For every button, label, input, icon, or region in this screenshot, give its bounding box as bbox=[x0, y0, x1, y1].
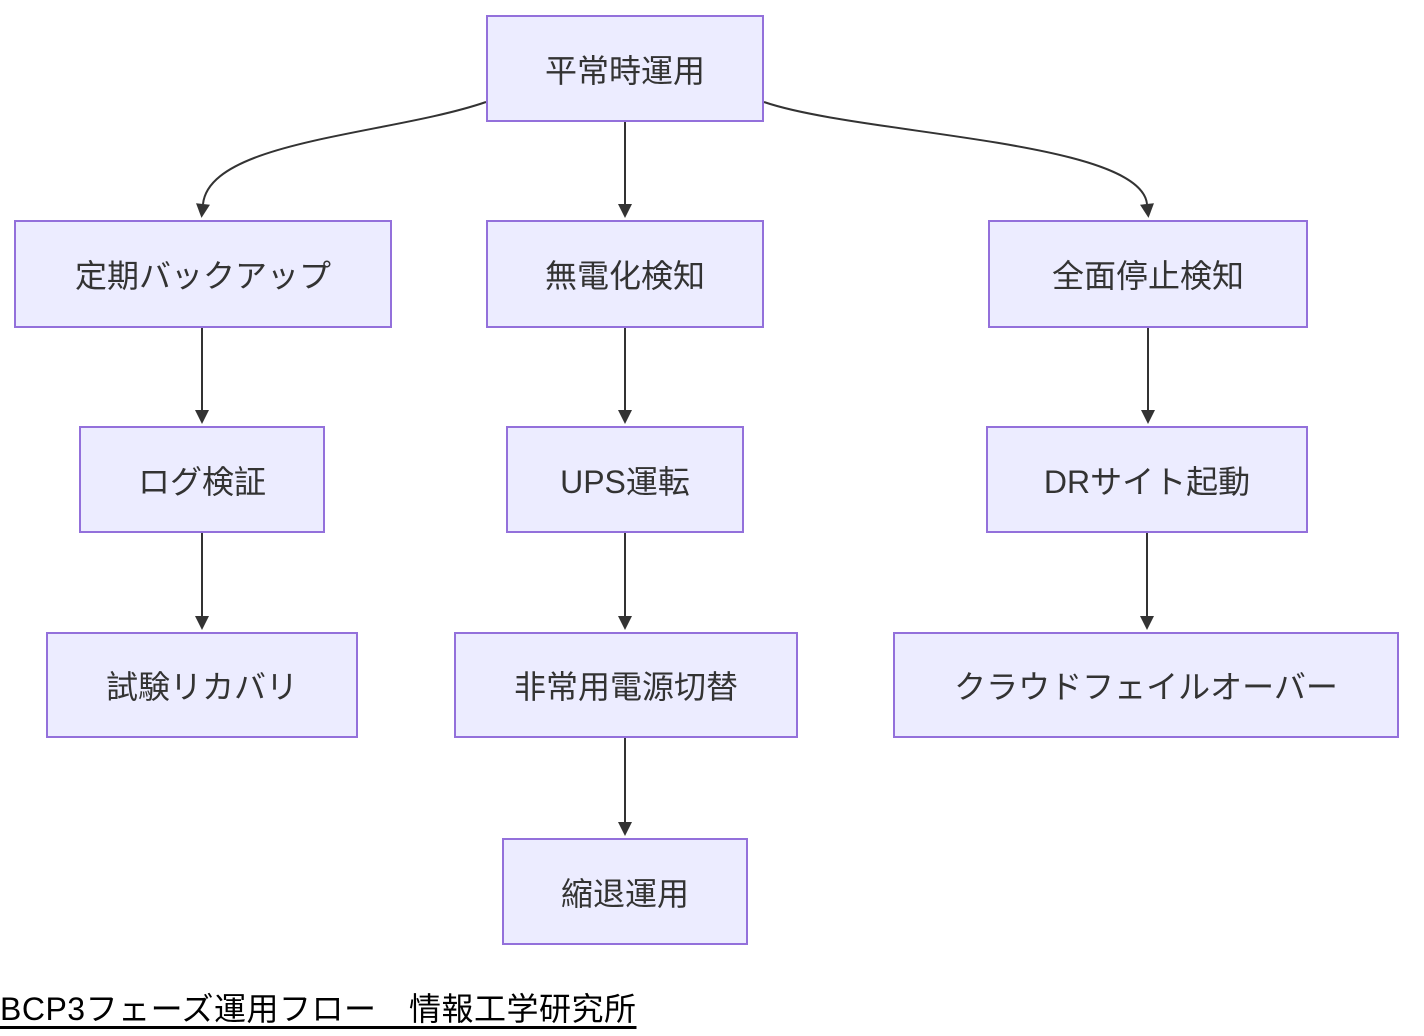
node-label: 非常用電源切替 bbox=[513, 669, 738, 705]
node-label: UPS運転 bbox=[560, 463, 690, 500]
node-label: 無電化検知 bbox=[544, 258, 705, 294]
node-label: 定期バックアップ bbox=[74, 258, 331, 294]
node-label: 試験リカバリ bbox=[105, 669, 298, 705]
node-label: ログ検証 bbox=[137, 463, 266, 500]
node-cloud-failover: クラウドフェイルオーバー bbox=[893, 632, 1399, 738]
node-ups-operation: UPS運転 bbox=[506, 426, 744, 533]
node-total-outage-detection: 全面停止検知 bbox=[988, 220, 1308, 328]
node-dr-site-startup: DRサイト起動 bbox=[986, 426, 1308, 533]
node-log-verification: ログ検証 bbox=[79, 426, 325, 533]
node-degraded-operation: 縮退運用 bbox=[502, 838, 748, 945]
edge-normal-to-scheduled-backup bbox=[196, 101, 487, 218]
edge-normal-to-total-outage-detection bbox=[763, 101, 1154, 218]
node-label: 平常時運用 bbox=[544, 52, 705, 89]
node-label: 全面停止検知 bbox=[1051, 258, 1244, 294]
node-emergency-power-switchover: 非常用電源切替 bbox=[454, 632, 798, 738]
diagram-caption: BCP3フェーズ運用フロー 情報工学研究所 bbox=[0, 991, 637, 1027]
node-scheduled-backup: 定期バックアップ bbox=[14, 220, 392, 328]
node-normal-operation: 平常時運用 bbox=[486, 15, 764, 122]
node-power-outage-detection: 無電化検知 bbox=[486, 220, 764, 328]
node-label: 縮退運用 bbox=[560, 875, 689, 912]
node-label: DRサイト起動 bbox=[1043, 463, 1251, 500]
node-test-recovery: 試験リカバリ bbox=[46, 632, 358, 738]
node-label: クラウドフェイルオーバー bbox=[954, 669, 1338, 705]
